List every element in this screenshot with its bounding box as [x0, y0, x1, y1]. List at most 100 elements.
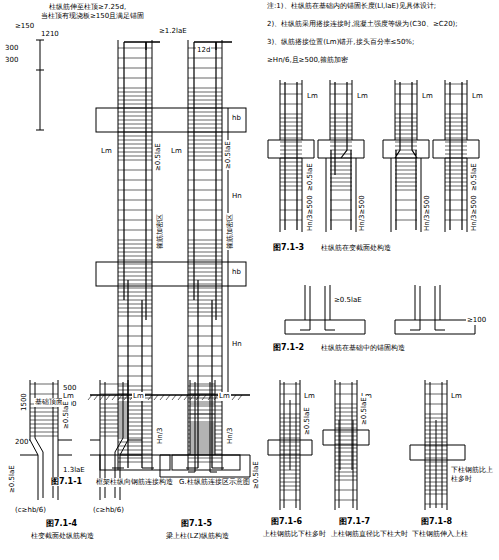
stirrup-line: [188, 116, 222, 117]
stirrup-line: [118, 446, 152, 447]
stirrup-line: [188, 152, 222, 153]
stirrup-line: [445, 94, 467, 95]
stirrup-line: [118, 244, 152, 245]
stirrup-line: [118, 120, 152, 121]
stirrup-line: [188, 462, 222, 463]
hatch-line: [154, 395, 158, 400]
stirrup: [30, 48, 467, 504]
stirrup-line: [188, 124, 222, 125]
stirrup-line: [188, 170, 222, 171]
stirrup-line: [118, 140, 152, 141]
stirrup-line: [188, 272, 222, 273]
stirrup-line: [395, 146, 417, 147]
dimension-label: 下柱钢筋伸入上柱: [411, 530, 469, 539]
stirrup-line: [445, 178, 467, 179]
stirrup-line: [118, 304, 152, 305]
stirrup-line: [188, 276, 222, 277]
stirrup-line: [118, 112, 152, 113]
stirrup-line: [335, 472, 357, 473]
dimension-label: 框架柱纵向钢筋连接构造: [95, 478, 174, 487]
stirrup-line: [118, 284, 152, 285]
stirrup-line: [188, 92, 222, 93]
stirrup-line: [118, 104, 152, 105]
dimension-label: Lm: [100, 147, 113, 156]
stirrup-line: [188, 264, 222, 265]
column-outline: [118, 40, 222, 470]
stirrup-line: [445, 186, 467, 187]
hatch-line: [88, 395, 92, 400]
stirrup-line: [330, 104, 352, 105]
stirrup-line: [188, 434, 222, 435]
stirrup-line: [280, 220, 302, 221]
stirrup-line: [425, 394, 447, 395]
stirrup-line: [330, 150, 352, 151]
stirrup-line: [188, 458, 222, 459]
dimension-label: Hn/3≥500: [358, 194, 367, 232]
stirrup-line: [188, 316, 222, 317]
stirrup-line: [188, 248, 222, 249]
dimension-label: Hn: [231, 340, 243, 349]
stirrup-line: [118, 48, 152, 49]
stirrup-line: [335, 404, 357, 405]
stirrup-line: [330, 200, 352, 201]
stirrup-line: [425, 384, 447, 385]
stirrup-line: [188, 288, 222, 289]
figure-caption: 图7.1-7: [338, 517, 371, 526]
stirrup-line: [188, 390, 222, 391]
stirrup-line: [188, 410, 222, 411]
stirrup-line: [188, 402, 222, 403]
dimension-label: 箍筋加密区: [226, 213, 235, 250]
stirrup-line: [335, 432, 357, 433]
dimension-label: 梁上柱(LZ)纵筋构造: [165, 532, 230, 541]
dimension-label: Lm: [306, 92, 319, 101]
stirrup-line: [445, 154, 467, 155]
stirrup-line: [188, 280, 222, 281]
stirrup-line: [118, 230, 152, 231]
stirrup-line: [100, 404, 128, 405]
stirrup-line: [30, 432, 58, 433]
stirrup-line: [118, 288, 152, 289]
stirrup-line: [190, 384, 215, 385]
stirrup-line: [188, 148, 222, 149]
stirrup-line: [188, 88, 222, 89]
stirrup-line: [330, 122, 352, 123]
dimension-label: Lm: [421, 92, 434, 101]
stirrup-line: [280, 122, 302, 123]
stirrup-line: [190, 452, 215, 453]
stirrup-line: [118, 100, 152, 101]
stirrup-line: [395, 186, 417, 187]
stirrup-line: [445, 142, 467, 143]
stirrup-line: [118, 458, 152, 459]
dimension-label: 当柱顶有现浇板≥150且满足锚固: [40, 12, 145, 21]
stirrup-line: [118, 180, 152, 181]
dimension-label: 柱变截面处纵筋构造: [30, 532, 95, 541]
fig-7-1-1: [36, 40, 250, 470]
stirrup-line: [188, 268, 222, 269]
stirrup-line: [445, 138, 467, 139]
stirrup-line: [335, 408, 357, 409]
stirrup-line: [190, 448, 215, 449]
hatch-line: [148, 395, 152, 400]
stirrup-line: [118, 454, 152, 455]
footing-detail: [395, 285, 475, 334]
hatch-line: [172, 395, 176, 400]
stirrup-line: [335, 476, 357, 477]
dimension-label: hb: [231, 114, 242, 123]
stirrup-line: [188, 260, 222, 261]
stirrup-line: [118, 316, 152, 317]
stirrup-line: [445, 104, 467, 105]
stirrup-line: [425, 418, 447, 419]
stirrup-line: [280, 118, 302, 119]
figure-caption: 图7.1-1: [50, 477, 83, 486]
stirrup-line: [395, 84, 417, 85]
dimension-label: Hn/3: [226, 426, 235, 445]
stirrup-line: [395, 122, 417, 123]
stirrup-line: [188, 308, 222, 309]
stirrup-line: [395, 138, 417, 139]
hatch-line: [202, 395, 206, 400]
hatch-line: [190, 395, 194, 400]
stirrup-line: [280, 186, 302, 187]
stirrup-line: [188, 326, 222, 327]
stirrup-line: [190, 414, 215, 415]
stirrup-line: [445, 200, 467, 201]
